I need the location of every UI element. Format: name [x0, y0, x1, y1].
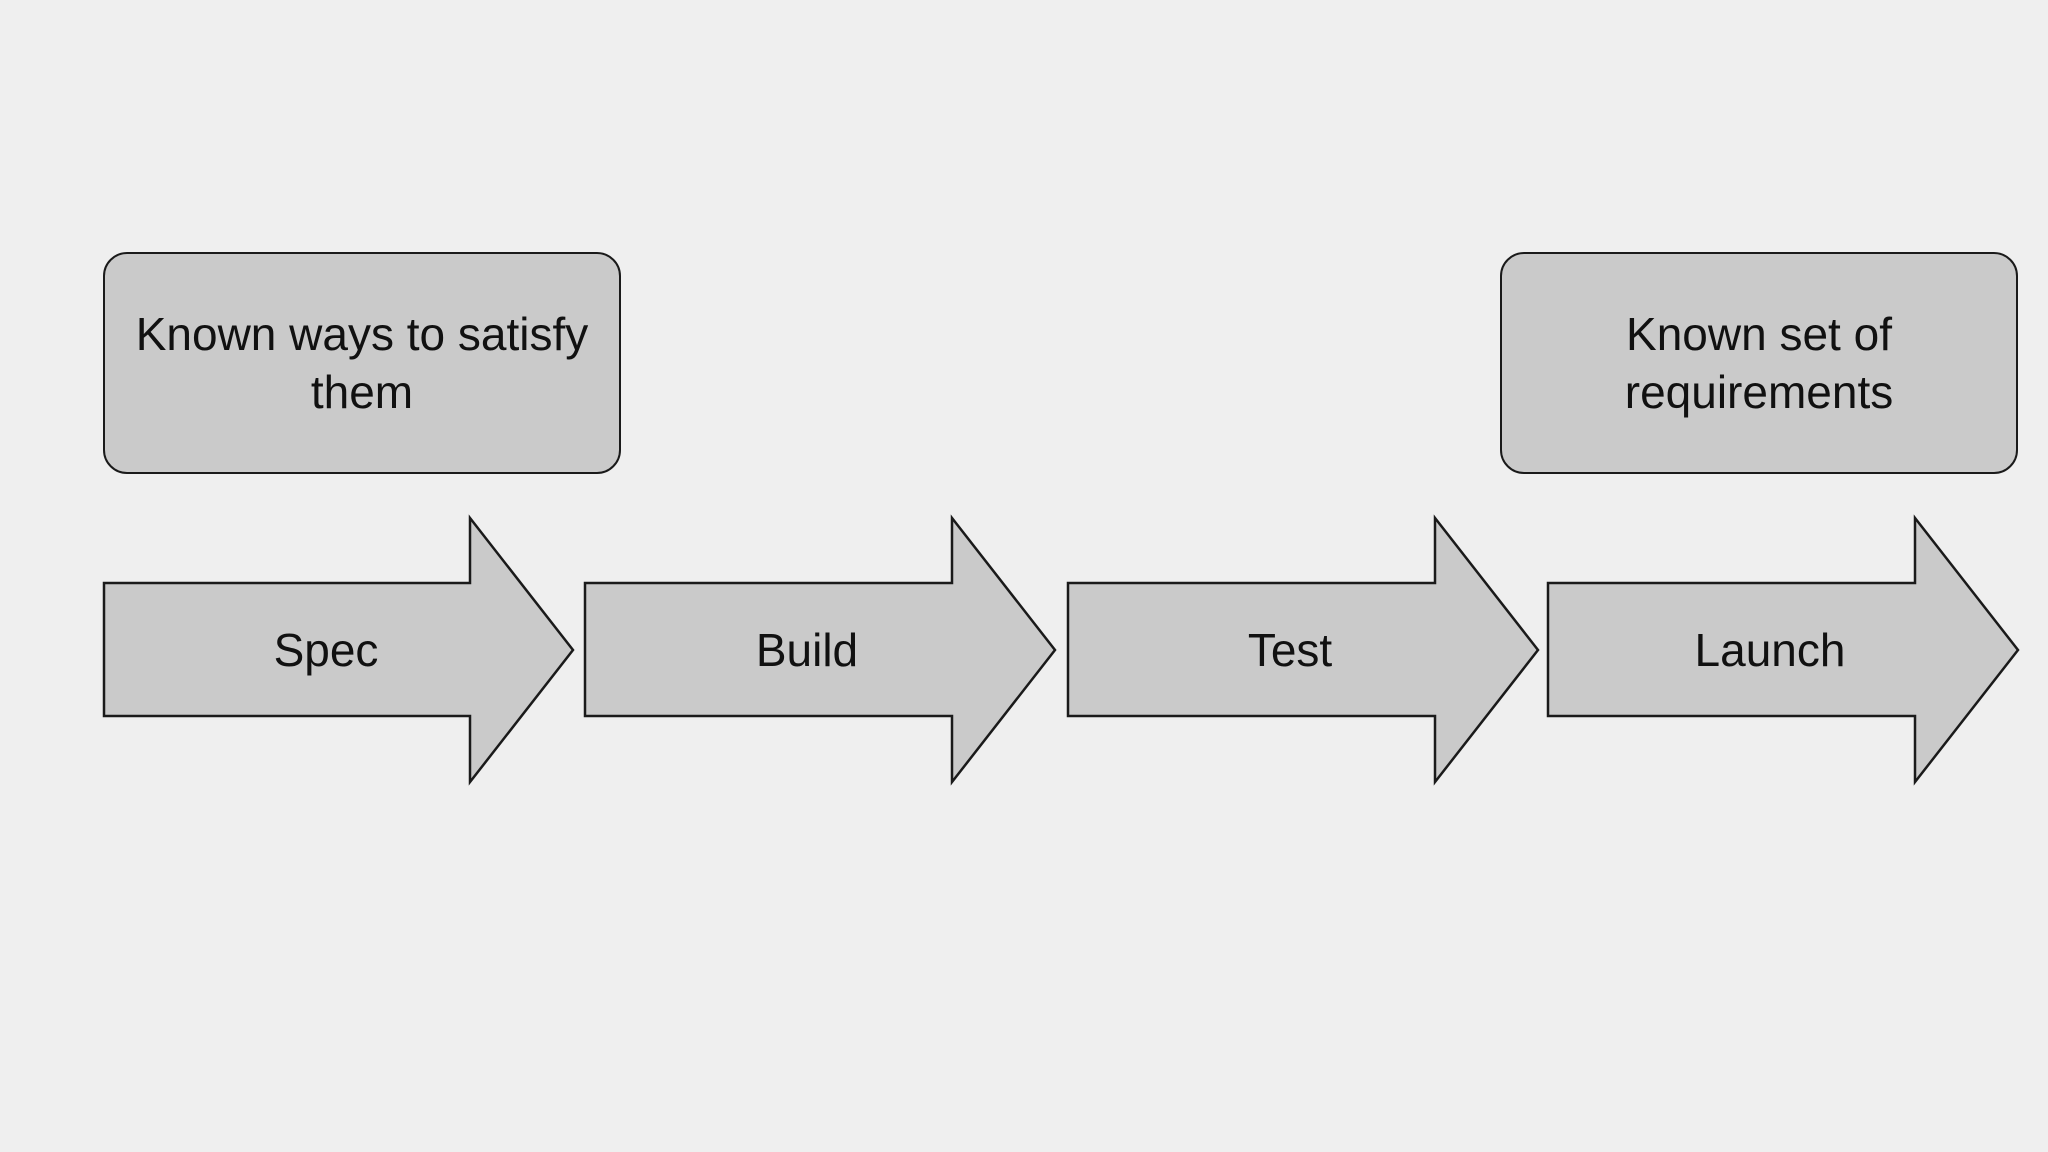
arrow-build: Build — [583, 514, 1057, 786]
arrow-test: Test — [1066, 514, 1540, 786]
note-text-ways-to-satisfy: Known ways to satisfy them — [135, 308, 589, 418]
note-text-requirements: Known set of requirements — [1624, 308, 1894, 418]
arrow-launch: Launch — [1546, 514, 2020, 786]
arrow-spec-shape — [102, 514, 575, 786]
arrow-test-shape — [1066, 514, 1540, 786]
arrow-test-label: Test — [1248, 624, 1333, 676]
arrow-build-label: Build — [756, 624, 858, 676]
arrow-launch-shape — [1546, 514, 2020, 786]
note-box-requirements: Known set of requirements — [1500, 252, 2018, 474]
arrow-build-shape — [583, 514, 1057, 786]
arrow-launch-label: Launch — [1695, 624, 1846, 676]
arrow-spec: Spec — [102, 514, 575, 786]
note-box-ways-to-satisfy: Known ways to satisfy them — [103, 252, 621, 474]
arrow-spec-label: Spec — [274, 624, 379, 676]
